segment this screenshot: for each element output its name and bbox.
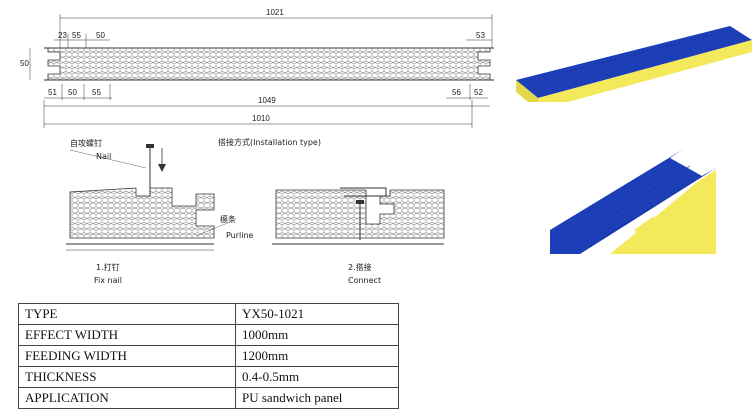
purline-label-cn: 檩条 — [220, 214, 236, 224]
dim-bottom-d: 56 — [452, 88, 461, 97]
connect-label-en: Connect — [348, 276, 381, 285]
dim-bottom-mid: 1049 — [258, 96, 276, 105]
spec-table: TYPE YX50-1021 EFFECT WIDTH 1000mm FEEDI… — [18, 303, 399, 409]
dim-top-a: 23 — [58, 31, 67, 40]
spec-value: 1200mm — [235, 345, 399, 367]
purline-label-en: Purline — [226, 231, 254, 240]
technical-drawing: 1021 23 55 50 53 50 51 50 55 56 52 1049 … — [20, 8, 494, 285]
dim-top-c: 50 — [96, 31, 105, 40]
spec-value: 1000mm — [235, 324, 399, 346]
dim-bottom-c: 55 — [92, 88, 101, 97]
dim-total-top: 1021 — [266, 8, 284, 17]
dim-bottom-total: 1010 — [252, 114, 270, 123]
dim-height: 50 — [20, 59, 29, 68]
bottom-dimensions: 51 50 55 56 52 1049 1010 — [43, 84, 490, 128]
top-dimensions: 1021 23 55 50 53 50 — [20, 8, 493, 80]
spec-label: APPLICATION — [18, 387, 236, 409]
dim-bottom-e: 52 — [474, 88, 483, 97]
dim-bottom-a: 51 — [48, 88, 57, 97]
spec-value: 0.4-0.5mm — [235, 366, 399, 388]
dim-bottom-b: 50 — [68, 88, 77, 97]
nail-label-cn: 自攻螺钉 — [70, 138, 102, 148]
table-row: THICKNESS 0.4-0.5mm — [18, 366, 399, 388]
spec-value: YX50-1021 — [235, 303, 399, 325]
fix-nail-detail: 自攻螺钉 Nail 檩条 Purline 1.打钉 Fix nail — [66, 138, 254, 285]
table-row: EFFECT WIDTH 1000mm — [18, 324, 399, 346]
table-row: FEEDING WIDTH 1200mm — [18, 345, 399, 367]
spec-label: THICKNESS — [18, 366, 236, 388]
panel-cross-section — [44, 47, 494, 81]
table-row: APPLICATION PU sandwich panel — [18, 387, 399, 409]
nail-label-en: Nail — [96, 152, 111, 161]
dim-top-right: 53 — [476, 31, 485, 40]
fix-label-cn: 1.打钉 — [96, 262, 120, 272]
spec-label: FEEDING WIDTH — [18, 345, 236, 367]
table-row: TYPE YX50-1021 — [18, 303, 399, 325]
panel-photo-angle — [516, 26, 752, 102]
connect-detail: 2.搭接 Connect — [272, 187, 445, 285]
connect-label-cn: 2.搭接 — [348, 262, 372, 272]
dim-top-b: 55 — [72, 31, 81, 40]
spec-value: PU sandwich panel — [235, 387, 399, 409]
fix-label-en: Fix nail — [94, 276, 122, 285]
spec-label: EFFECT WIDTH — [18, 324, 236, 346]
spec-label: TYPE — [18, 303, 236, 325]
panel-photo-closeup — [550, 150, 716, 254]
installation-title: 搭接方式(Installation type) — [218, 137, 321, 147]
